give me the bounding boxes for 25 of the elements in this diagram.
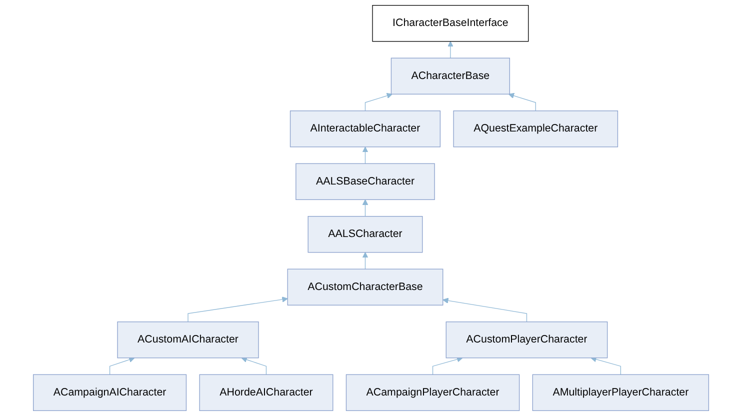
arrow (109, 356, 135, 375)
node-box: AInteractableCharacter (290, 110, 440, 148)
arrow (432, 356, 463, 375)
arrow (362, 146, 368, 164)
node-box: AMultiplayerPlayerCharacter (532, 374, 709, 411)
arrow (590, 356, 621, 375)
arrow (362, 199, 368, 217)
node-box: AHordeAICharacter (199, 374, 334, 411)
node-box: ACustomAICharacter (117, 322, 259, 358)
arrow (364, 92, 392, 112)
arrow (447, 41, 454, 58)
node-box: ACharacterBase (390, 58, 510, 94)
node-box: AQuestExampleCharacter (453, 110, 618, 148)
node-box: AALSBaseCharacter (296, 163, 435, 200)
arrow (362, 252, 368, 270)
node-box: ACustomPlayerCharacter (446, 322, 608, 358)
node-box: ACampaignAICharacter (32, 374, 187, 411)
node-box: ACustomCharacterBase (287, 268, 444, 306)
node-box: ACampaignPlayerCharacter (346, 374, 520, 411)
arrow (241, 356, 267, 375)
node-box: AALSCharacter (308, 216, 423, 253)
arrow (508, 92, 536, 112)
arrow (188, 296, 288, 322)
arrow (442, 298, 528, 322)
node-box: ICharacterBaseInterface (372, 5, 529, 42)
